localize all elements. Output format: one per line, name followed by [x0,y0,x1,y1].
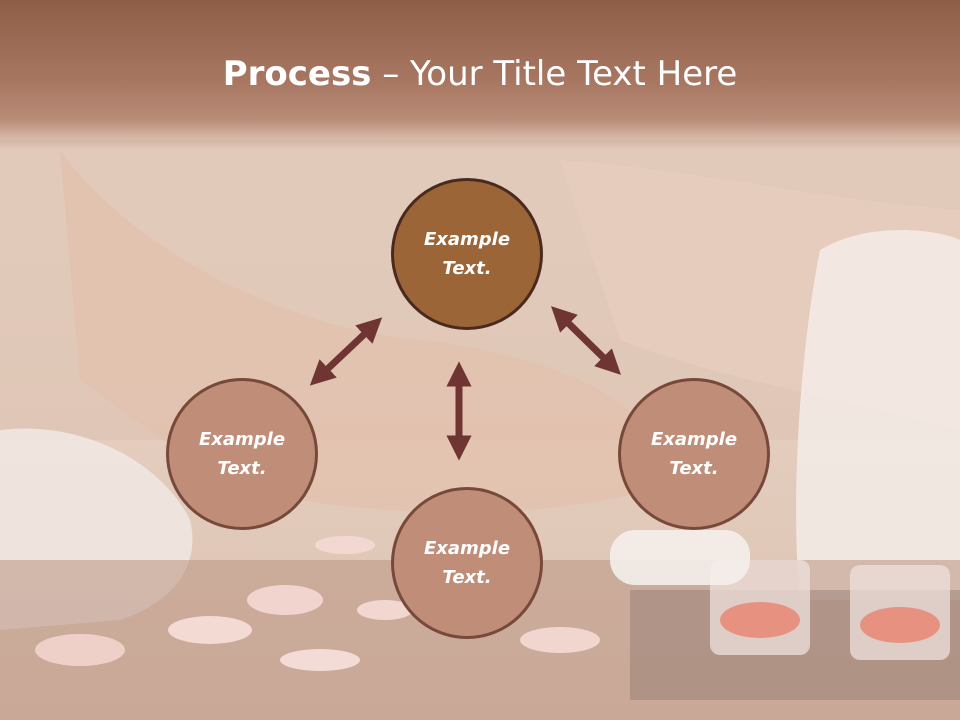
node-line1: Example [423,229,511,250]
title-band [0,0,960,150]
node-line2: Text. [669,458,719,479]
arrow-top-right [551,306,621,375]
title-bold: Process [222,54,372,94]
slide-title: Process – Your Title Text Here [0,50,960,98]
node-line1: Example [650,429,738,450]
node-line1: Example [423,538,511,559]
node-line2: Text. [442,567,492,588]
arrow-top-left [309,317,383,386]
title-rest: – Your Title Text Here [371,54,738,94]
node-line2: Text. [442,258,492,279]
node-line1: Example [198,429,286,450]
node-line2: Text. [217,458,267,479]
